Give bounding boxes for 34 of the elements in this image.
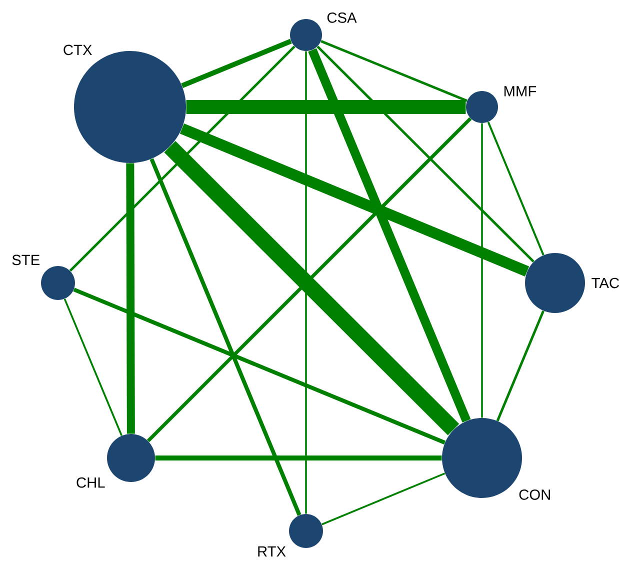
connector-line [481,123,483,418]
connector-line [320,40,468,102]
connector-line [496,310,545,422]
connector-line [73,288,446,444]
node-label: STE [12,254,40,266]
connector-line [181,38,292,88]
network-node: CON [442,418,550,500]
connector-line [316,46,534,263]
connector-line [164,141,460,436]
network-node: CSA [290,12,357,51]
node-label: CSA [327,12,357,23]
network-node: CTX [64,44,186,163]
network-node: MMF [466,86,536,123]
connector-line [126,163,135,434]
connector-line [69,46,296,272]
network-node: CHL [76,434,155,488]
connector-line [487,122,544,256]
connector-line [186,100,466,114]
network-node: STE [12,254,75,300]
network-node: TAC [525,253,620,313]
connector-line [308,48,471,423]
connector-line [146,117,472,442]
network-node: RTX [258,514,323,556]
connector-line [64,298,122,436]
node-label: CON [519,489,550,500]
node-label: RTX [258,546,286,556]
connector-line [180,123,530,276]
node-label: TAC [592,278,620,288]
node-label: MMF [504,86,536,96]
connector-line [322,472,446,526]
connector-line [305,51,307,514]
connector-line [150,158,302,516]
node-label: CHL [76,477,105,488]
connector-line [155,456,442,460]
